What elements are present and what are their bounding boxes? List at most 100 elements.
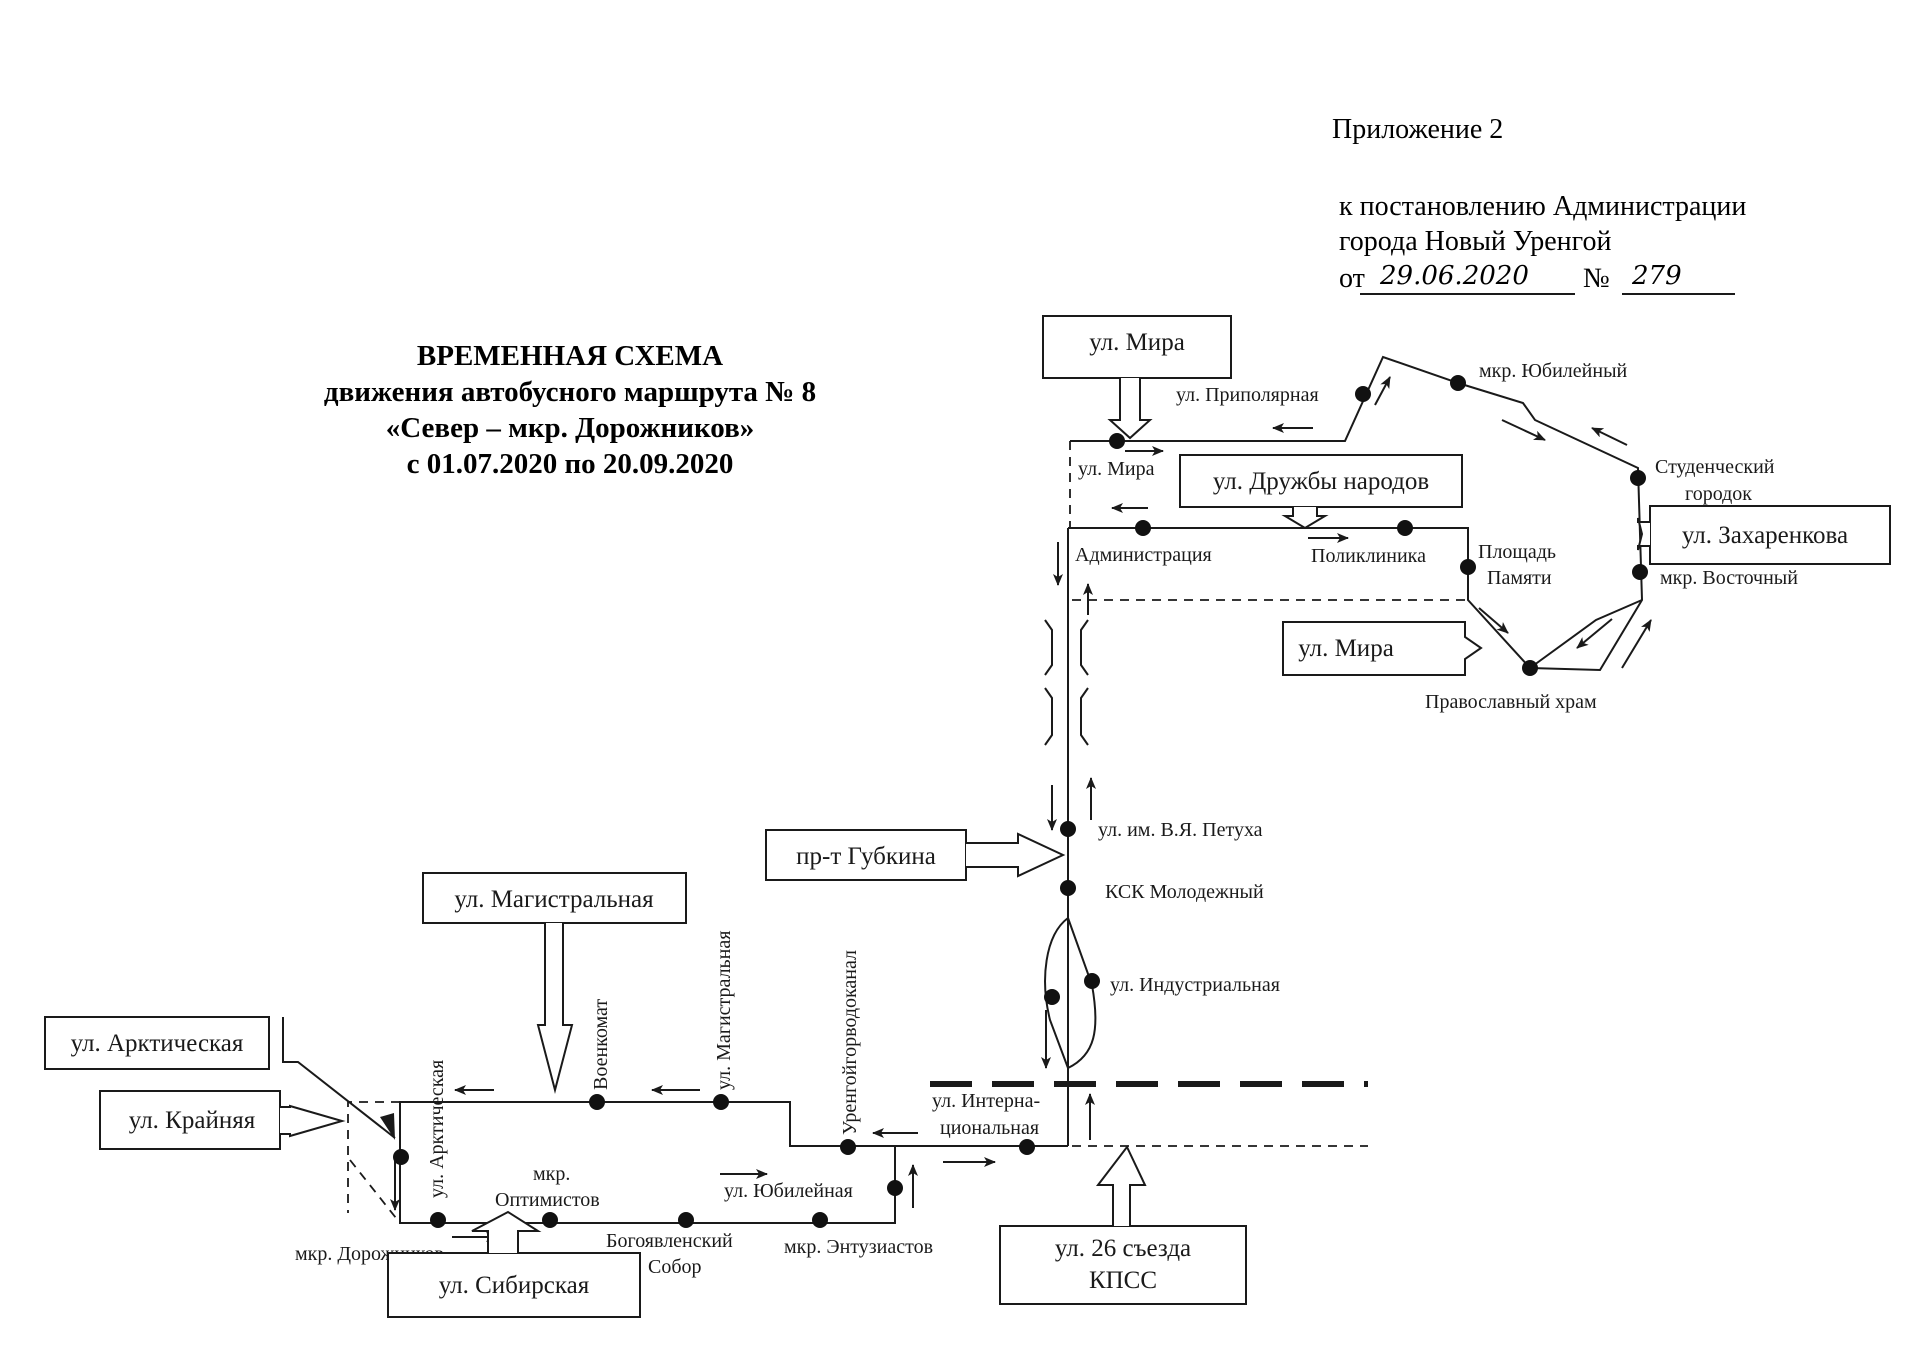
- date-value: 29.06.2020: [1379, 261, 1529, 291]
- label-internatsionalnaya-2: циональная: [940, 1117, 1039, 1139]
- arkticheskaya-pointer-head: [380, 1113, 395, 1140]
- stop-voenkomat[interactable]: [589, 1094, 605, 1110]
- stop-mira[interactable]: [1109, 433, 1125, 449]
- label-studgorodok-2: городок: [1685, 483, 1752, 505]
- street-box-mira-top: ул. Мира: [1042, 315, 1232, 440]
- stops-layer: [393, 375, 1648, 1228]
- label-ploshchad-2: Памяти: [1487, 567, 1552, 589]
- stop-dorozhnikov[interactable]: [430, 1212, 446, 1228]
- resolution-line-1: к постановлению Администрации: [1339, 191, 1746, 222]
- label-voenkomat: Военкомат: [590, 999, 612, 1090]
- stop-yubileyny[interactable]: [1450, 375, 1466, 391]
- street-box-arkticheskaya: ул. Арктическая: [44, 1016, 270, 1070]
- stop-bogoyavlensky[interactable]: [678, 1212, 694, 1228]
- route-line-bypass-east: [1067, 917, 1097, 1069]
- appendix-label: Приложение 2: [1332, 114, 1503, 145]
- stop-industrialnaya-west[interactable]: [1044, 989, 1060, 1005]
- label-bogoyavlensky-1: Богоявленский: [606, 1230, 733, 1252]
- street-label-kpss-1: ул. 26 съезда: [1055, 1235, 1191, 1262]
- label-ksk: КСК Молодежный: [1105, 881, 1264, 903]
- label-administratsiya: Администрация: [1075, 544, 1212, 566]
- date-prefix: от: [1339, 263, 1365, 294]
- up-arrow-icon: [471, 1210, 542, 1253]
- stop-arkticheskaya[interactable]: [393, 1149, 409, 1165]
- stop-internatsionalnaya[interactable]: [1019, 1139, 1035, 1155]
- street-label-sibirskaya: ул. Сибирская: [439, 1272, 590, 1299]
- stop-ploshchad-pamyati[interactable]: [1460, 559, 1476, 575]
- route-line-khram-vostochny: [1529, 599, 1643, 669]
- street-label-magistralnaya: ул. Магистральная: [454, 886, 654, 913]
- arrow-se-ploshchad: [1478, 607, 1509, 634]
- stop-optimistov[interactable]: [542, 1212, 558, 1228]
- route-line-dashed-diagonal: [349, 1159, 401, 1224]
- stop-urengoygorvodokanal[interactable]: [840, 1139, 856, 1155]
- label-entuziastov: мкр. Энтузиастов: [784, 1236, 933, 1258]
- down-arrow-icon: [1107, 378, 1153, 440]
- label-ploshchad-1: Площадь: [1478, 541, 1556, 563]
- street-label-zakharenkova: ул. Захаренкова: [1682, 522, 1848, 549]
- title-line-3: «Север – мкр. Дорожников»: [386, 412, 755, 444]
- left-arrow-icon: [1637, 517, 1650, 551]
- route-line-bypass-west: [1044, 917, 1069, 1069]
- street-label-gubkina: пр-т Губкина: [796, 843, 936, 870]
- label-petukha: ул. им. В.Я. Петуха: [1098, 819, 1263, 841]
- up-arrow-icon: [1095, 1145, 1147, 1226]
- down-arrow-icon: [1281, 507, 1329, 530]
- street-label-kpss-2: КПСС: [1089, 1267, 1157, 1294]
- stop-magistralnaya[interactable]: [713, 1094, 729, 1110]
- stop-industrialnaya-east[interactable]: [1084, 973, 1100, 989]
- label-prepolyarnaya: ул. Приполярная: [1176, 384, 1319, 406]
- label-urengoygorvodokanal: Уренгойгорводоканал: [839, 950, 861, 1135]
- label-magistralnaya: ул. Магистральная: [713, 931, 735, 1090]
- stop-petukha[interactable]: [1060, 821, 1076, 837]
- arrow-ne-prepolyarnaya: [1374, 376, 1391, 406]
- label-khram: Православный храм: [1425, 691, 1597, 713]
- stop-poliklinika[interactable]: [1397, 520, 1413, 536]
- street-box-druzhby: ул. Дружбы народов: [1179, 454, 1463, 530]
- street-label-mira-mid: ул. Мира: [1298, 635, 1394, 662]
- label-yubileyny: мкр. Юбилейный: [1479, 360, 1628, 382]
- number-value: 279: [1631, 261, 1682, 291]
- stop-ksk[interactable]: [1060, 880, 1076, 896]
- direction-arrows: [390, 376, 1652, 1242]
- resolution-line-2: города Новый Уренгой: [1339, 226, 1611, 257]
- street-box-mira-mid: ул. Мира: [1282, 621, 1483, 676]
- label-arkticheskaya: ул. Арктическая: [426, 1060, 448, 1198]
- title-line-1: ВРЕМЕННАЯ СХЕМА: [417, 340, 723, 372]
- right-arrow-icon: [280, 1104, 346, 1138]
- street-label-arkticheskaya: ул. Арктическая: [71, 1030, 244, 1057]
- street-box-kpss: ул. 26 съезда КПСС: [999, 1145, 1247, 1305]
- street-label-krainyaya: ул. Крайняя: [129, 1107, 256, 1134]
- label-internatsionalnaya-1: ул. Интерна-: [932, 1090, 1040, 1112]
- stop-prepolyarnaya[interactable]: [1355, 386, 1371, 402]
- street-box-krainyaya: ул. Крайняя: [99, 1090, 346, 1150]
- down-arrow-icon: [536, 923, 574, 1094]
- label-mira: ул. Мира: [1078, 458, 1155, 480]
- stop-studgorodok[interactable]: [1630, 470, 1646, 486]
- stop-vostochny[interactable]: [1632, 564, 1648, 580]
- arrow-sw-vostochny: [1576, 618, 1613, 649]
- stop-khram[interactable]: [1522, 660, 1538, 676]
- street-box-zakharenkova: ул. Захаренкова: [1637, 505, 1891, 565]
- arrow-se-yubileyny: [1501, 419, 1546, 441]
- label-optimistov-1: мкр.: [533, 1163, 570, 1185]
- road-break-marks: [1044, 619, 1089, 746]
- arkticheskaya-pointer-line: [282, 1017, 396, 1139]
- stop-entuziastov[interactable]: [812, 1212, 828, 1228]
- street-label-mira-top: ул. Мира: [1089, 329, 1185, 356]
- title-line-2: движения автобусного маршрута № 8: [324, 376, 816, 408]
- label-vostochny: мкр. Восточный: [1660, 567, 1798, 589]
- title-line-4: с 01.07.2020 по 20.09.2020: [407, 448, 734, 480]
- label-industrialnaya: ул. Индустриальная: [1110, 974, 1280, 996]
- label-poliklinika: Поликлиника: [1311, 545, 1426, 567]
- label-yubileynaya: ул. Юбилейная: [724, 1180, 853, 1202]
- street-box-sibirskaya: ул. Сибирская: [387, 1210, 641, 1318]
- number-prefix: №: [1583, 263, 1610, 294]
- arrow-nw-studgorodok: [1591, 427, 1628, 446]
- label-bogoyavlensky-2: Собор: [648, 1256, 702, 1278]
- stop-yubileynaya[interactable]: [887, 1180, 903, 1196]
- right-arrow-icon: [966, 832, 1066, 878]
- stop-administratsiya[interactable]: [1135, 520, 1151, 536]
- arrow-ne-khram: [1621, 619, 1652, 669]
